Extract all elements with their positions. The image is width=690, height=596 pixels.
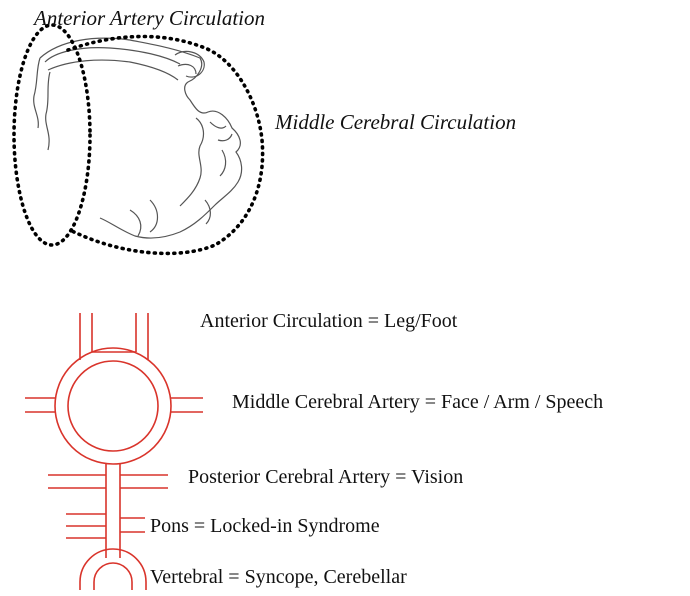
circle-of-willis-outer (54, 347, 172, 465)
posterior-cerebral-artery-legend: Posterior Cerebral Artery = Vision (188, 466, 464, 488)
middle-region-outline (66, 34, 265, 256)
anterior-circulation-legend: Anterior Circulation = Leg/Foot (200, 310, 458, 332)
circle-of-willis-inner (67, 360, 159, 452)
pons-legend: Pons = Locked-in Syndrome (150, 515, 380, 537)
middle-cerebral-circulation-label: Middle Cerebral Circulation (275, 110, 517, 134)
vertebral-legend: Vertebral = Syncope, Cerebellar (150, 566, 407, 588)
vertebral-artery-inner (93, 562, 133, 590)
brain-outline (33, 37, 243, 239)
anterior-region-outline (12, 23, 92, 247)
anterior-artery-circulation-label: Anterior Artery Circulation (34, 6, 265, 30)
vertebral-artery-outer (79, 548, 147, 590)
middle-cerebral-artery-legend: Middle Cerebral Artery = Face / Arm / Sp… (232, 391, 604, 413)
